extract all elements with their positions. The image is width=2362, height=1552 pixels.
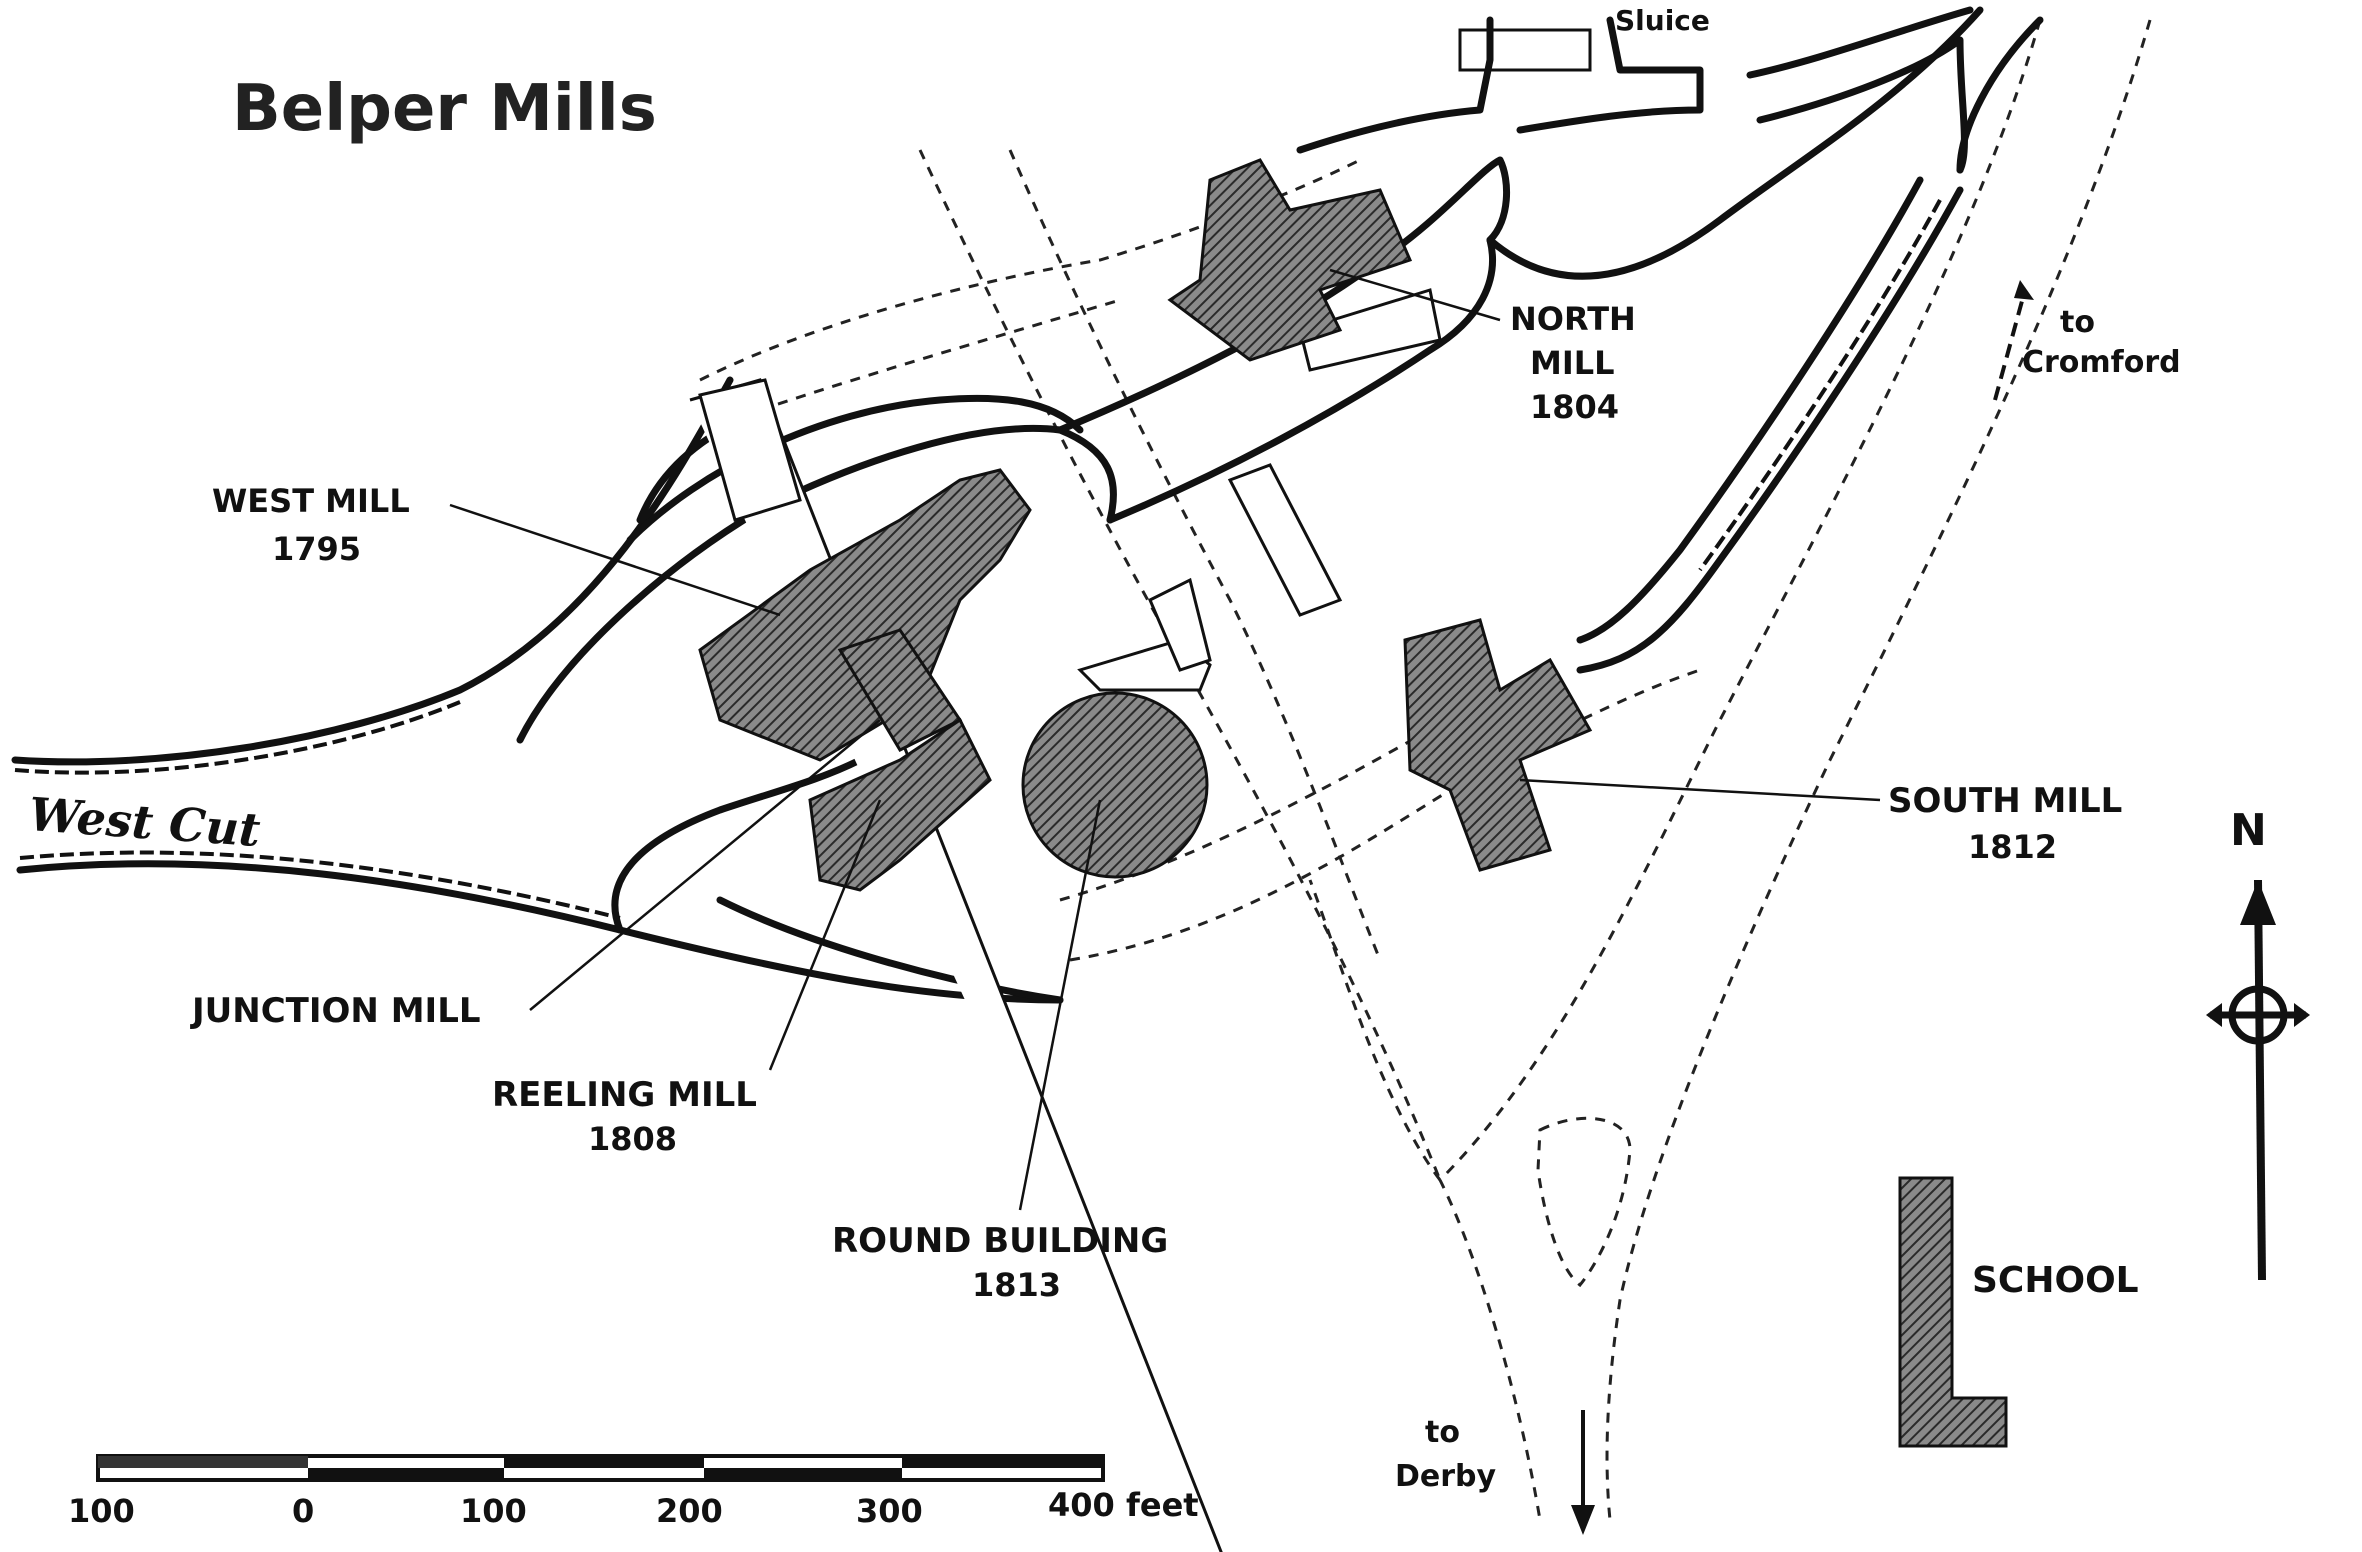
north-label: N: [2230, 805, 2267, 856]
label-to-derby-2: Derby: [1395, 1459, 1497, 1494]
map-title: Belper Mills: [232, 72, 657, 146]
water-channels: [11, 6, 2044, 1004]
direction-arrows: [1571, 280, 2034, 1535]
label-west-mill-1: WEST MILL: [212, 482, 410, 520]
label-south-mill-1: SOUTH MILL: [1888, 781, 2122, 821]
label-west-mill-2: 1795: [272, 530, 361, 568]
south-mill-building: [1403, 618, 1593, 872]
reeling-mill-building: [808, 717, 992, 892]
scale-tick-4: 300: [856, 1492, 923, 1530]
label-north-mill-2: MILL: [1530, 344, 1615, 382]
round-building: [1021, 691, 1209, 879]
scale-bar: 100 0 100 200 300 400 feet: [68, 1454, 1199, 1530]
scale-tick-3: 200: [656, 1492, 723, 1530]
west-mill-building: [698, 468, 1032, 762]
scale-tick-5: 400 feet: [1048, 1486, 1199, 1524]
north-arrowhead-icon: [2240, 880, 2276, 925]
north-arrow: N: [2206, 805, 2310, 1281]
arrow-to-cromford-icon: [2014, 280, 2034, 300]
label-junction-mill: JUNCTION MILL: [190, 991, 481, 1031]
label-round-building-1: ROUND BUILDING: [832, 1221, 1168, 1261]
label-north-mill-3: 1804: [1530, 388, 1619, 426]
minor-structures: [689, 288, 1442, 1552]
label-round-building-2: 1813: [972, 1266, 1061, 1304]
label-reeling-mill-1: REELING MILL: [492, 1075, 757, 1115]
label-to-cromford-1: to: [2060, 305, 2095, 340]
label-to-derby-1: to: [1425, 1415, 1460, 1450]
north-mill-building: [1167, 158, 1413, 362]
label-to-cromford-2: Cromford: [2022, 345, 2181, 380]
label-west-cut: West Cut: [27, 787, 262, 857]
scale-tick-1: 0: [292, 1492, 314, 1530]
scale-tick-2: 100: [460, 1492, 527, 1530]
scale-tick-0: 100: [68, 1492, 135, 1530]
leader-lines: [449, 268, 1881, 1211]
map-labels: Sluice NORTH MILL 1804 WEST MILL 1795 SO…: [27, 4, 2180, 1494]
school-building: [1898, 1176, 2008, 1448]
mill-buildings: [698, 158, 2008, 1448]
arrow-to-derby-icon: [1571, 1505, 1595, 1535]
label-sluice: Sluice: [1615, 4, 1710, 37]
label-north-mill-1: NORTH: [1510, 300, 1636, 338]
label-south-mill-2: 1812: [1968, 828, 2057, 866]
label-reeling-mill-2: 1808: [588, 1120, 677, 1158]
label-school: SCHOOL: [1972, 1260, 2139, 1301]
